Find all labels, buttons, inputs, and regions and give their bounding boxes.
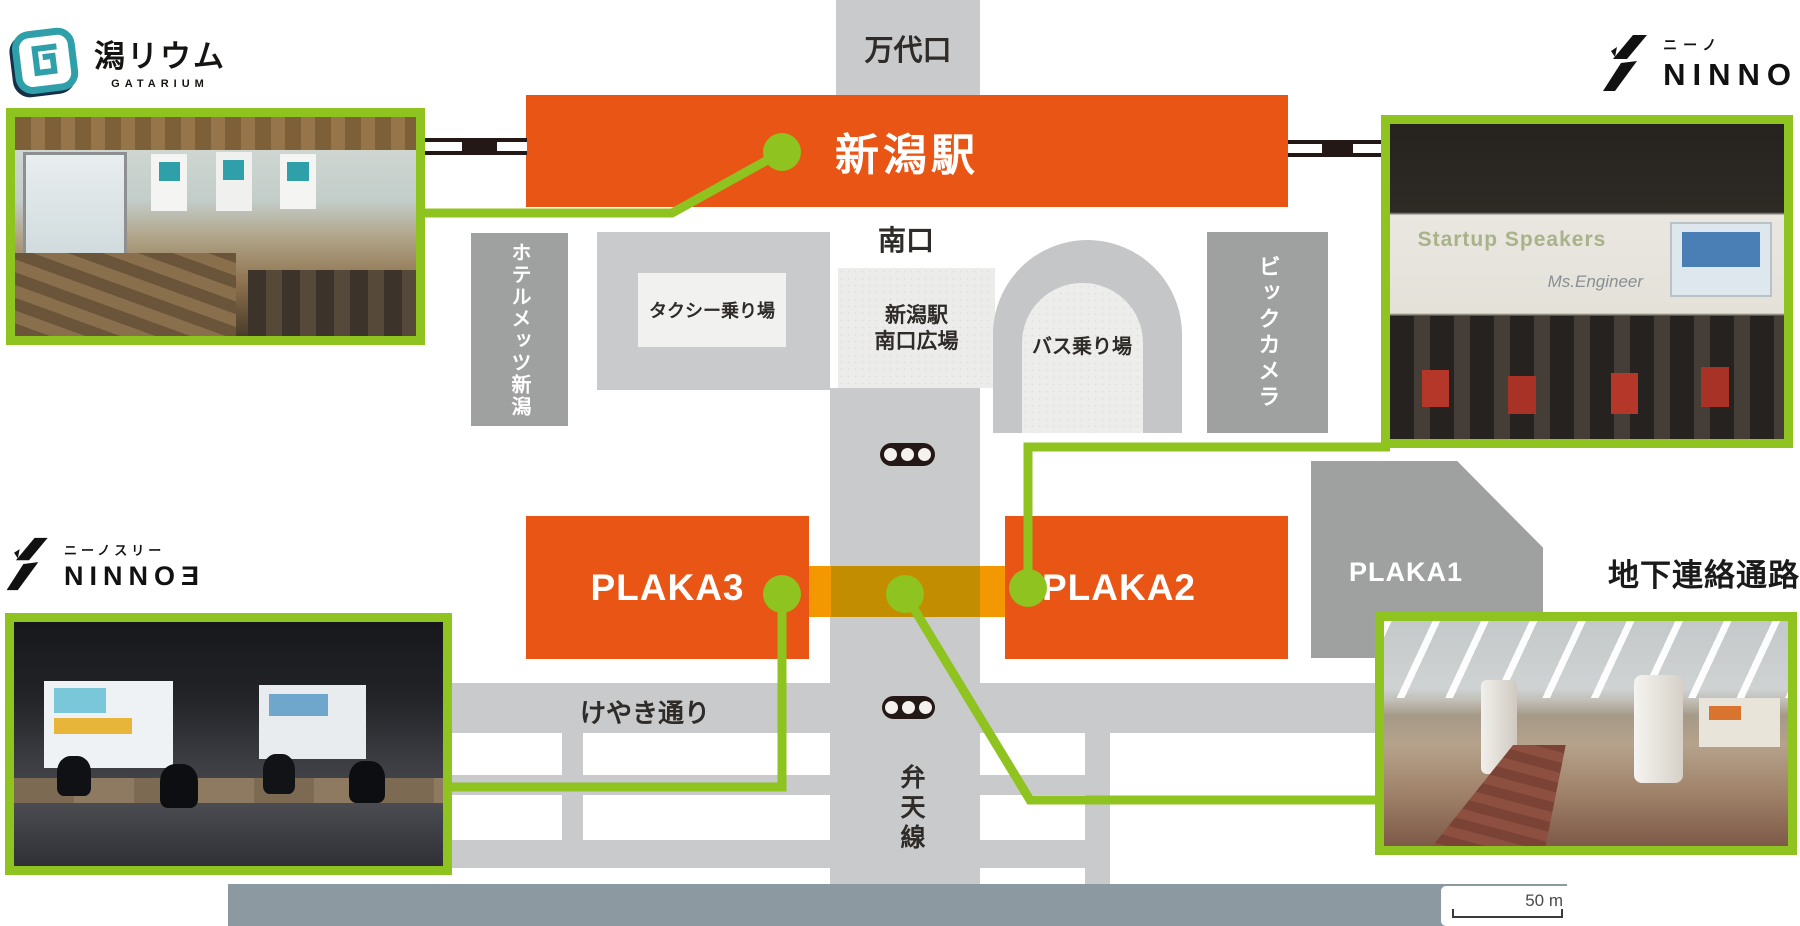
plaka1-label: PLAKA1 (1349, 557, 1464, 587)
taxi-stand-label: タクシー乗り場 (649, 301, 775, 321)
hotel-mets-box: ホテルメッツ新潟 (471, 233, 568, 426)
plaka3-label: PLAKA3 (590, 566, 745, 608)
underground-link-orange-left (809, 566, 831, 617)
road-keyaki (310, 683, 1375, 733)
south-exit-label: 南口 (878, 225, 935, 256)
keyaki-street-label: けやき通り (579, 698, 710, 728)
underground-link-orange-right (980, 566, 1005, 617)
railway-icon-left (425, 138, 527, 155)
railway-icon-right (1288, 140, 1382, 157)
ninno3-bolt-icon (6, 537, 48, 591)
gatarium-photo (6, 108, 425, 345)
benten-line-label: 弁天線 (897, 764, 925, 854)
traffic-light-icon-south (882, 696, 935, 719)
gatarium-logo: 潟リウム GATARIUM (8, 24, 226, 98)
plaka2-box: PLAKA2 (1005, 516, 1288, 659)
ninno-logo-jp: ニーノ (1663, 37, 1723, 53)
plaka2-label: PLAKA2 (1041, 566, 1197, 608)
ninno-photo-wall-text: Startup Speakers (1417, 227, 1607, 251)
plaka3-box: PLAKA3 (526, 516, 809, 659)
station-box: 新潟駅 (526, 95, 1288, 207)
gatarium-logo-jp: 潟リウム (94, 38, 226, 74)
ninno-photo: Startup Speakers Ms.Engineer (1381, 115, 1793, 448)
bandai-exit-box: 万代口 (836, 0, 980, 95)
bic-camera-box: ビックカメラ (1207, 232, 1328, 433)
ninno-logo-en: NINNO (1663, 57, 1798, 92)
south-plaza-label: 新潟駅 南口広場 (874, 304, 959, 353)
traffic-light-icon-north (880, 443, 935, 466)
ninno-photo-board-text: Ms.Engineer (1547, 272, 1644, 292)
ninno-logo: ニーノ NINNO (1603, 33, 1798, 93)
scale-bar: 50 m (1441, 886, 1577, 926)
bus-stop-label: バス乗り場 (1032, 336, 1132, 358)
hotel-mets-label: ホテルメッツ新潟 (508, 241, 530, 418)
bandai-exit-label: 万代口 (864, 34, 952, 67)
ninno3-logo-en: NINNO (64, 561, 181, 591)
road-cross-street-right (1085, 733, 1110, 886)
underground-passage-label: 地下連絡通路 (1608, 558, 1800, 593)
scale-line (1452, 916, 1563, 918)
ninno3-photo (5, 613, 452, 875)
road-cross-street-left (562, 733, 583, 868)
scale-label: 50 m (1525, 891, 1563, 910)
ninno3-logo-suffix: Ǝ (181, 561, 200, 591)
bottom-band (228, 884, 1567, 926)
station-label: 新潟駅 (835, 131, 979, 180)
bus-loop-inner (1022, 283, 1143, 433)
taxi-stand-box: タクシー乗り場 (638, 273, 786, 347)
ninno-bolt-icon (1603, 35, 1648, 91)
south-plaza-area (838, 268, 995, 388)
underground-link-ochre (831, 566, 980, 617)
ninno3-logo-jp: ニーノスリー (64, 543, 166, 558)
gatarium-logo-en: GATARIUM (111, 77, 209, 90)
ninno3-logo: ニーノスリー NINNOƎ (6, 536, 199, 592)
bic-camera-label: ビックカメラ (1255, 254, 1281, 411)
underground-passage-photo (1375, 612, 1797, 855)
gatarium-icon (9, 27, 79, 98)
